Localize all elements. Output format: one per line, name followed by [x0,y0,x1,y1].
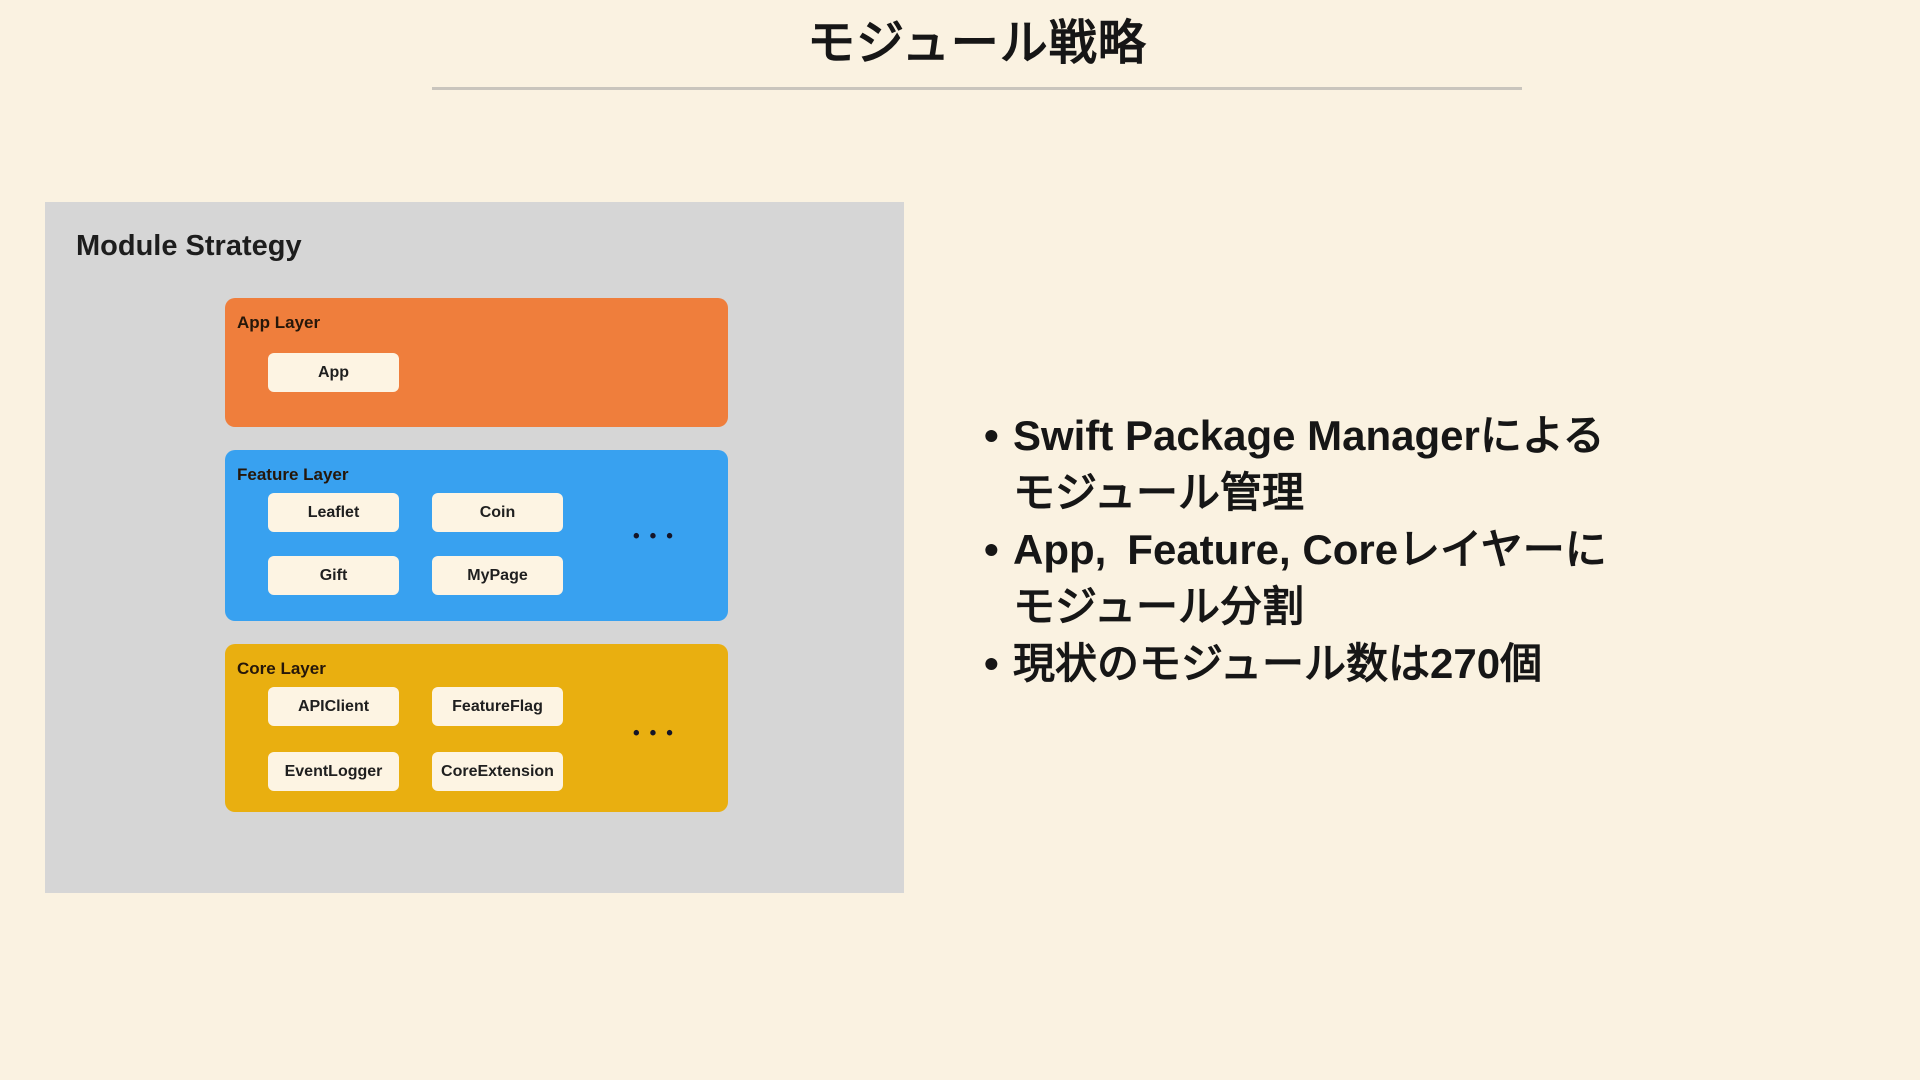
module-coin: Coin [432,493,563,532]
core-layer-box: Core Layer APIClient FeatureFlag EventLo… [225,644,728,812]
module-leaflet: Leaflet [268,493,399,532]
feature-layer-label: Feature Layer [237,465,349,484]
app-layer-box: App Layer App [225,298,728,427]
panel-heading: Module Strategy [76,230,302,262]
feature-layer-box: Feature Layer Leaflet Coin Gift MyPage •… [225,450,728,621]
module-app: App [268,353,399,392]
module-gift: Gift [268,556,399,595]
slide-header: モジュール戦略 [432,14,1522,90]
more-modules-ellipsis-icon: ••• [633,723,683,744]
bullet-item: 現状のモジュール数は270個 [984,635,1744,692]
module-coreextension: CoreExtension [432,752,563,791]
core-layer-label: Core Layer [237,659,326,678]
page-title: モジュール戦略 [807,17,1147,70]
app-layer-label: App Layer [237,313,321,332]
bullet-list: Swift Package Managerによる モジュール管理 App, Fe… [984,407,1744,692]
more-modules-ellipsis-icon: ••• [633,526,683,547]
title-divider [432,87,1522,90]
module-apiclient: APIClient [268,687,399,726]
bullet-item: App, Feature, Coreレイヤーに モジュール分割 [984,521,1744,635]
module-featureflag: FeatureFlag [432,687,563,726]
module-eventlogger: EventLogger [268,752,399,791]
module-mypage: MyPage [432,556,563,595]
module-strategy-panel: Module Strategy App Layer App Feature La… [45,202,904,893]
bullet-item: Swift Package Managerによる モジュール管理 [984,407,1744,521]
